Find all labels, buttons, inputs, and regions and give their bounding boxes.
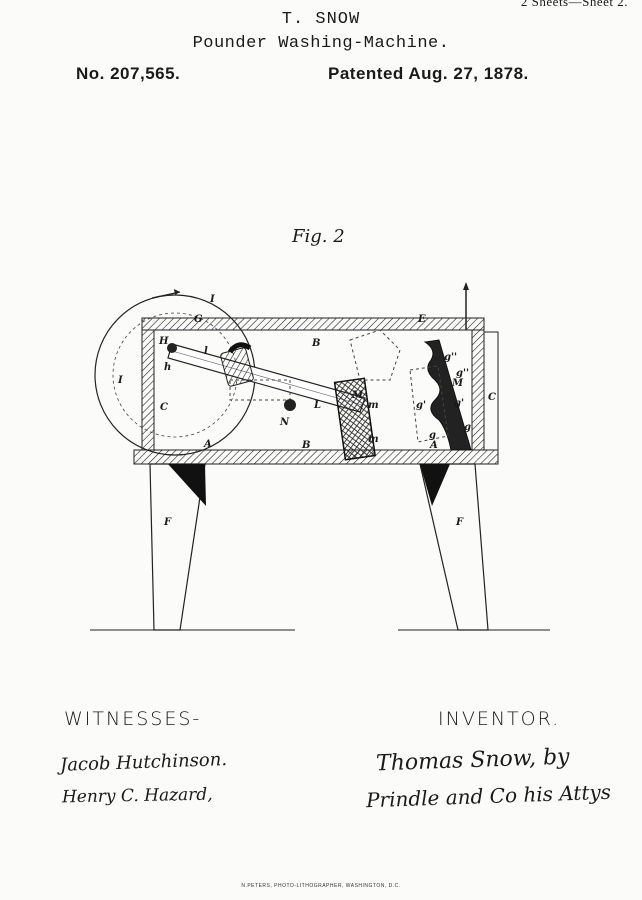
label-g: g — [429, 430, 436, 441]
patent-number: No. 207,565. — [76, 64, 181, 83]
label-g1: g' — [416, 400, 426, 411]
label-B-top: B — [311, 338, 320, 349]
tub-top-rail — [141, 317, 485, 331]
label-A-right: A — [429, 440, 438, 451]
label-C-right: C — [488, 392, 496, 403]
leg-right-brace — [420, 464, 450, 506]
witness-signature-1: Jacob Hutchinson. — [59, 749, 228, 776]
label-A-left: A — [203, 439, 212, 450]
label-h: h — [164, 362, 171, 373]
label-I-top: I — [209, 294, 215, 305]
leg-left-brace — [168, 464, 206, 506]
wash-board — [423, 339, 472, 451]
patent-inventor-name: T. SNOW — [281, 10, 361, 29]
crank-pin — [167, 343, 177, 353]
label-C-left: C — [160, 402, 168, 413]
tub-bottom-rail — [133, 449, 499, 465]
inventor-heading: INVENTOR. — [438, 708, 561, 730]
pounder-handle — [227, 342, 252, 354]
figure-label: Fig. 2 — [292, 226, 345, 247]
label-G: G — [194, 314, 203, 325]
patent-title: Pounder Washing-Machine. — [192, 34, 450, 53]
label-M-block: M — [351, 390, 364, 401]
patent-drawing: I I G E H h C C B B A A L l N M M m m g … — [90, 282, 550, 631]
witness-signature-2: Henry C. Hazard, — [61, 784, 213, 808]
label-g2: g'' — [444, 352, 457, 363]
label-g-right: g — [464, 422, 471, 433]
label-M-board: M — [451, 378, 464, 389]
label-E: E — [417, 314, 426, 325]
tub-right-wall — [471, 329, 485, 451]
label-m-2: m — [368, 434, 379, 445]
pounder-hub — [220, 347, 254, 387]
label-L: L — [313, 400, 321, 411]
label-l: l — [204, 346, 208, 357]
patent-date: Patented Aug. 27, 1878. — [328, 64, 529, 83]
label-B-bottom: B — [301, 440, 310, 451]
pivot-pin — [284, 399, 296, 411]
tub-left-wall — [141, 329, 155, 451]
label-m-1: m — [368, 400, 379, 411]
label-g1-right: g' — [454, 398, 464, 409]
inventor-signature: Thomas Snow, by — [375, 744, 570, 777]
label-N: N — [279, 417, 290, 428]
attorney-signature: Prindle and Co his Attys — [365, 779, 612, 813]
label-F-left: F — [163, 517, 172, 528]
label-g2-right: g'' — [456, 368, 469, 379]
pounder-block — [333, 377, 376, 461]
witnesses-heading: WITNESSES- — [64, 708, 202, 730]
drive-wheel-inner — [112, 312, 238, 438]
label-H: H — [158, 336, 169, 347]
label-F-right: F — [455, 517, 464, 528]
sheet-number: 2 Sheets—Sheet 2. — [520, 0, 628, 9]
tub-right-frame — [483, 331, 499, 451]
label-I-left: I — [117, 375, 123, 386]
lithographer-credit: N.PETERS, PHOTO-LITHOGRAPHER, WASHINGTON… — [241, 883, 401, 889]
